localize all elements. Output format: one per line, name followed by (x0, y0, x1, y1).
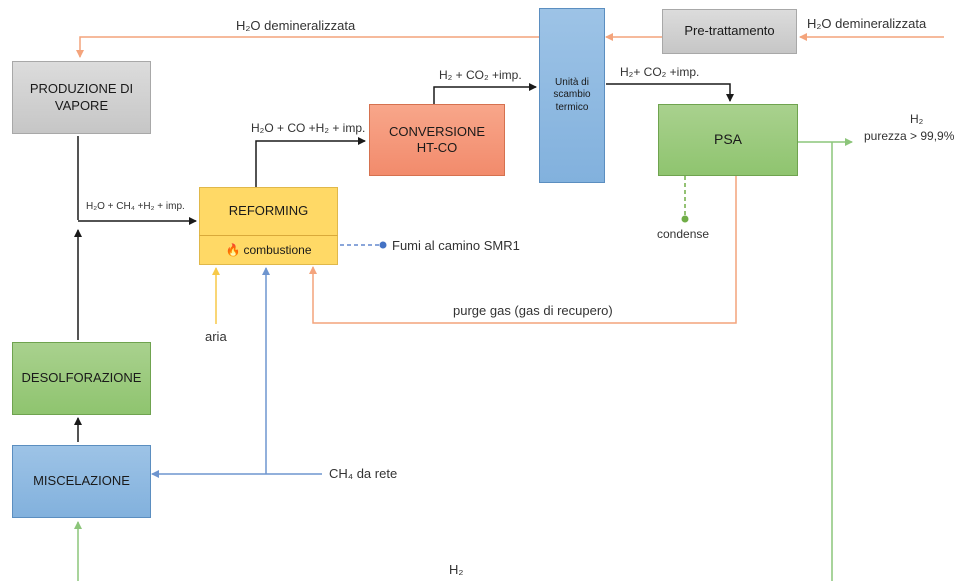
heat-exchanger-label: Unità di scambio termico (553, 76, 591, 113)
water-label-top: H₂O demineralizzata (236, 18, 356, 33)
conversion-label: CONVERSIONE HT-CO (388, 123, 486, 155)
conversion-to-exchanger-line (433, 83, 537, 104)
combustion-label: combustione (243, 242, 312, 257)
reforming-to-conversion-line (255, 137, 366, 187)
steam-production-block: PRODUZIONE DI VAPORE (12, 61, 151, 134)
water-line-to-steam (76, 36, 539, 58)
flue-gas-dot (379, 241, 387, 249)
condense-dot (681, 215, 689, 223)
h2-co2-label-left: H₂ + CO₂ +imp. (439, 68, 522, 82)
purge-gas-label: purge gas (gas di recupero) (453, 303, 613, 318)
desulfurization-label: DESOLFORAZIONE (21, 370, 142, 386)
heat-exchanger-block: Unità di scambio termico (539, 8, 605, 183)
reforming-block: REFORMING (199, 187, 338, 235)
desulfurization-block: DESOLFORAZIONE (12, 342, 151, 415)
h2o-co-h2-label: H₂O + CO +H₂ + imp. (251, 121, 366, 135)
air-label: aria (205, 329, 227, 344)
ch4-grid-label: CH₄ da rete (329, 466, 398, 481)
psa-label: PSA (713, 131, 742, 148)
combustion-block: 🔥 combustione (199, 235, 338, 265)
h2-output-label: H₂ (910, 112, 924, 126)
exchanger-to-psa-line (606, 83, 734, 102)
pretreatment-block: Pre-trattamento (662, 9, 797, 54)
psa-block: PSA (658, 104, 798, 176)
condense-label: condense (657, 227, 710, 241)
mixing-label: MISCELAZIONE (33, 473, 130, 489)
mixing-block: MISCELAZIONE (12, 445, 151, 518)
purity-label: purezza > 99,9% (864, 129, 955, 143)
h2-co2-label-right: H₂+ CO₂ +imp. (620, 65, 700, 79)
purge-gas-line (309, 176, 737, 324)
h2o-ch4-h2-label: H₂O + CH₄ +H₂ + imp. (86, 201, 185, 212)
conversion-block: CONVERSIONE HT-CO (369, 104, 505, 176)
steam-production-label: PRODUZIONE DI VAPORE (29, 81, 134, 113)
pretreatment-label: Pre-trattamento (684, 23, 775, 39)
flame-icon: 🔥 (225, 242, 241, 257)
water-label-right: H₂O demineralizzata (807, 16, 927, 31)
flue-gas-label: Fumi al camino SMR1 (392, 238, 520, 253)
reforming-label: REFORMING (228, 203, 309, 219)
h2-bottom-label: H₂ (449, 562, 464, 577)
